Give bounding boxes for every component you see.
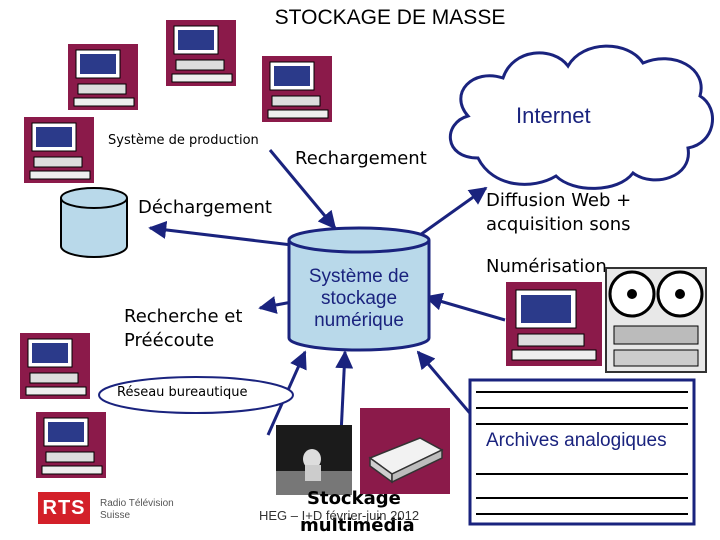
arrow-numerisation: [424, 292, 506, 322]
arrow-dechargement: [148, 220, 293, 247]
scanner-icon: [360, 408, 450, 494]
storage-line2: stockage: [320, 288, 398, 309]
storage-line3: numérique: [314, 310, 404, 331]
production-system-label: Système de production: [108, 133, 259, 148]
arrow-rechargement: [268, 149, 337, 230]
stockage-label-line2: multimédia: [300, 515, 415, 536]
archives-box: [468, 378, 696, 526]
rts-line1: Radio Télévision: [100, 498, 174, 509]
computer-icon: [68, 44, 138, 112]
computer-icon: [262, 56, 332, 124]
diffusion-label-line1: Diffusion Web +: [486, 190, 632, 211]
stockage-label-line1: Stockage: [307, 488, 401, 509]
dechargement-label: Déchargement: [138, 197, 272, 218]
footer-text: HEG – I+D février-juin 2012: [259, 508, 420, 523]
rechargement-label: Rechargement: [295, 148, 427, 169]
page-title: STOCKAGE DE MASSE: [274, 6, 506, 29]
storage-line1: Système de: [308, 266, 410, 287]
network-ellipse: [98, 376, 294, 414]
archives-label: Archives analogiques: [486, 430, 667, 451]
database-icon: [60, 187, 128, 258]
computer-icon: [506, 282, 602, 366]
computer-icon: [24, 117, 94, 185]
computer-icon: [36, 412, 106, 480]
diffusion-label-line2: acquisition sons: [486, 214, 631, 235]
computer-icon: [20, 333, 90, 401]
recherche-label-line2: Préécoute: [124, 330, 215, 351]
storage-center-label: Système de stockage numérique: [286, 266, 432, 332]
astronaut-photo: [276, 425, 352, 495]
internet-cloud-icon: [449, 44, 714, 190]
rts-line2: Suisse: [100, 510, 131, 521]
arrow-diffusion: [419, 186, 488, 237]
tape-recorder-icon: [605, 267, 707, 373]
reseau-label: Réseau bureautique: [117, 385, 248, 400]
recherche-label-line1: Recherche et: [124, 306, 243, 327]
rts-logo: RTS: [38, 492, 90, 524]
computer-icon: [166, 20, 236, 88]
internet-label: Internet: [516, 103, 591, 128]
arrow-recherche: [258, 296, 293, 314]
storage-cylinder-icon: [287, 226, 431, 352]
numerisation-label: Numérisation: [486, 256, 607, 277]
